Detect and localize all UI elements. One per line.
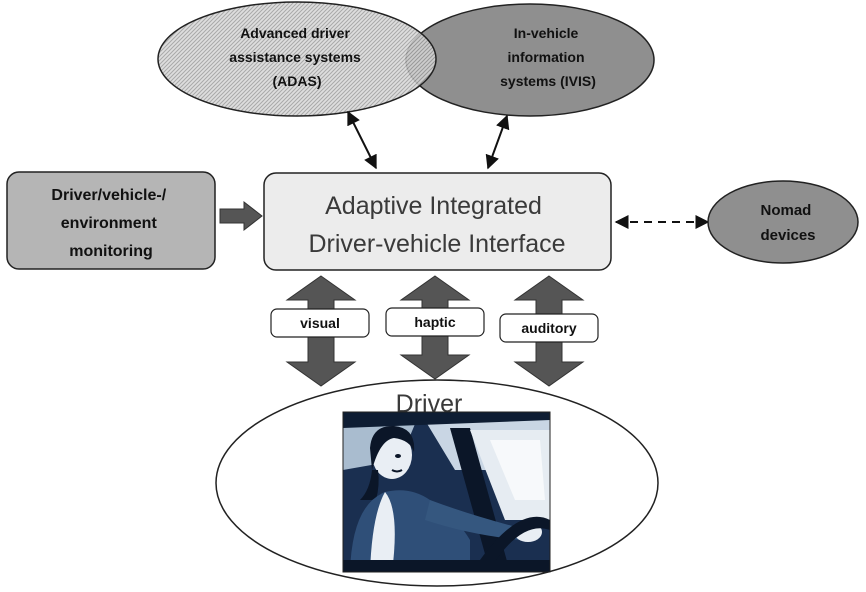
interface-node: [263, 172, 612, 271]
monitoring-interface-arrow: [219, 200, 263, 232]
monitoring-label-line-3: monitoring: [69, 243, 153, 260]
adas-label-line-2: assistance systems: [229, 49, 361, 65]
nomad-label-line-1: Nomad: [760, 202, 811, 219]
visual-channel-label: visual: [300, 315, 340, 331]
svg-text:In-vehicle information: In-vehicle information systems (IVIS): [500, 25, 596, 89]
interface-label-line-2: Driver-vehicle Interface: [308, 230, 565, 258]
monitoring-label-line-1: Driver/vehicle-/: [51, 187, 166, 204]
auditory-channel-label: auditory: [521, 320, 576, 336]
svg-text:Advanced driver assistance: Advanced driver assistance systems (ADAS…: [229, 25, 364, 89]
nomad-label-line-2: devices: [760, 227, 815, 244]
nomad-node: [707, 180, 859, 264]
monitoring-node: [6, 171, 216, 270]
driver-photo-frame: [342, 411, 551, 573]
visual-channel-box: [270, 308, 370, 338]
svg-text:Nomad devices: Nomad devices: [760, 202, 815, 244]
monitoring-label-line-2: environment: [61, 215, 158, 232]
interface-label-line-1: Adaptive Integrated: [325, 192, 542, 220]
haptic-channel-label: haptic: [414, 314, 455, 330]
ivis-label-line-1: In-vehicle: [514, 25, 579, 41]
adas-node: [157, 1, 437, 117]
ivis-label-line-2: information: [508, 49, 585, 65]
adas-label-line-3: (ADAS): [273, 73, 322, 89]
ivis-label-line-3: systems (IVIS): [500, 73, 596, 89]
ivis-interface-arrow: [485, 114, 510, 170]
adas-interface-arrow: [347, 110, 377, 170]
svg-text:Adaptive Integrated Driver: Adaptive Integrated Driver-vehicle Inter…: [308, 192, 565, 258]
auditory-channel-box: [499, 313, 599, 343]
svg-text:Driver/vehicle-/ environme: Driver/vehicle-/ environment monitoring: [51, 187, 170, 260]
haptic-channel-box: [385, 307, 485, 337]
driver-photo: [343, 412, 550, 572]
adas-label-line-1: Advanced driver: [240, 25, 350, 41]
